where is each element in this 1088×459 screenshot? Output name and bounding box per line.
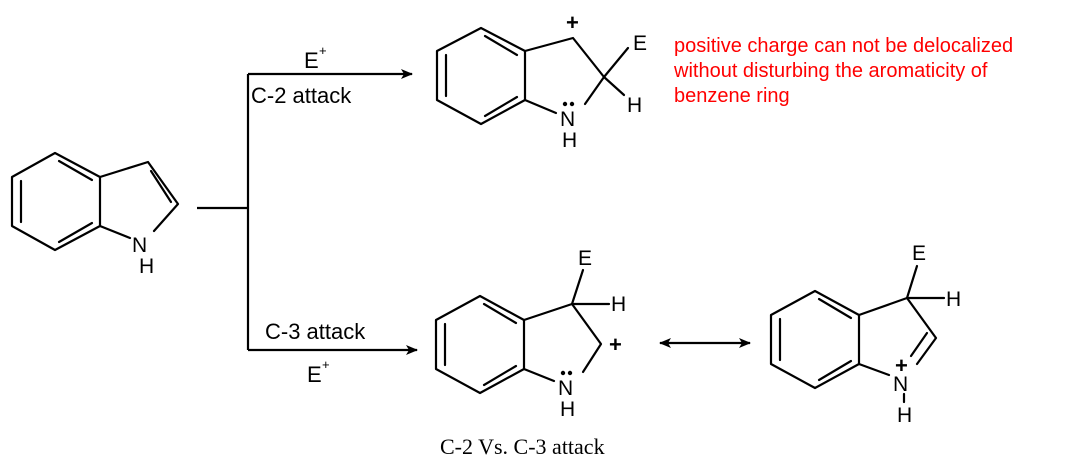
indole-nh-hydrogen-label: H [139, 255, 154, 278]
indole-benzene-ring [10, 151, 102, 252]
c3a-lone-pair-dot-right [567, 370, 573, 376]
branch-connector [197, 74, 250, 350]
c3b-nitrogen-label: N [893, 373, 908, 396]
note-line-3: benzene ring [674, 85, 790, 107]
c3a-hydrogen-label: H [611, 293, 626, 316]
bottom-electrophile-label: E [307, 362, 322, 387]
indole-nitrogen-label: N [132, 234, 147, 257]
c3a-five-ring [522, 268, 611, 383]
c2-attack-label: C-2 attack [251, 83, 352, 108]
c2-five-ring [523, 36, 630, 115]
bottom-reagent: E + [307, 357, 330, 387]
top-electrophile-charge: + [319, 43, 327, 58]
c3-intermediate-iminium: E H + N H [769, 242, 961, 427]
c3-intermediate-carbocation: E H + N H [434, 247, 626, 421]
c2-lone-pair-dot-left [562, 101, 568, 107]
c3b-five-ring [857, 264, 946, 377]
note-line-2: without disturbing the aromaticity of [673, 60, 988, 82]
c3a-lone-pair-dot-left [560, 370, 566, 376]
c3b-electrophile-label: E [912, 242, 926, 265]
c2-intermediate: + E H N H [435, 10, 647, 152]
c2-nitrogen-label: N [560, 108, 575, 131]
c3b-nh-hydrogen-label: H [897, 404, 912, 427]
c3a-carbocation-charge: + [609, 332, 622, 357]
c3a-nh-hydrogen-label: H [560, 398, 575, 421]
top-electrophile-label: E [304, 48, 319, 73]
figure-caption: C-2 Vs. C-3 attack [440, 434, 605, 459]
c2-electrophile-label: E [633, 32, 647, 55]
c3b-benzene-ring [769, 289, 861, 390]
c3b-iminium-charge: + [895, 353, 908, 378]
delocalization-note: positive charge can not be delocalized w… [673, 35, 1013, 107]
c3a-nitrogen-label: N [558, 377, 573, 400]
c3b-hydrogen-label: H [946, 288, 961, 311]
c2-nh-hydrogen-label: H [562, 129, 577, 152]
top-reagent: E + [304, 43, 327, 73]
c2-lone-pair-dot-right [569, 101, 575, 107]
indole-molecule: N H [10, 151, 180, 278]
indole-pyrrole-ring [98, 160, 180, 240]
c3a-electrophile-label: E [578, 247, 592, 270]
c3a-benzene-ring [434, 294, 526, 395]
note-line-1: positive charge can not be delocalized [674, 35, 1013, 57]
c2-hydrogen-label: H [627, 94, 642, 117]
c3-attack-label: C-3 attack [265, 319, 366, 344]
bottom-electrophile-charge: + [322, 357, 330, 372]
c2-benzene-ring [435, 26, 527, 126]
c2-carbocation-charge: + [566, 10, 579, 35]
